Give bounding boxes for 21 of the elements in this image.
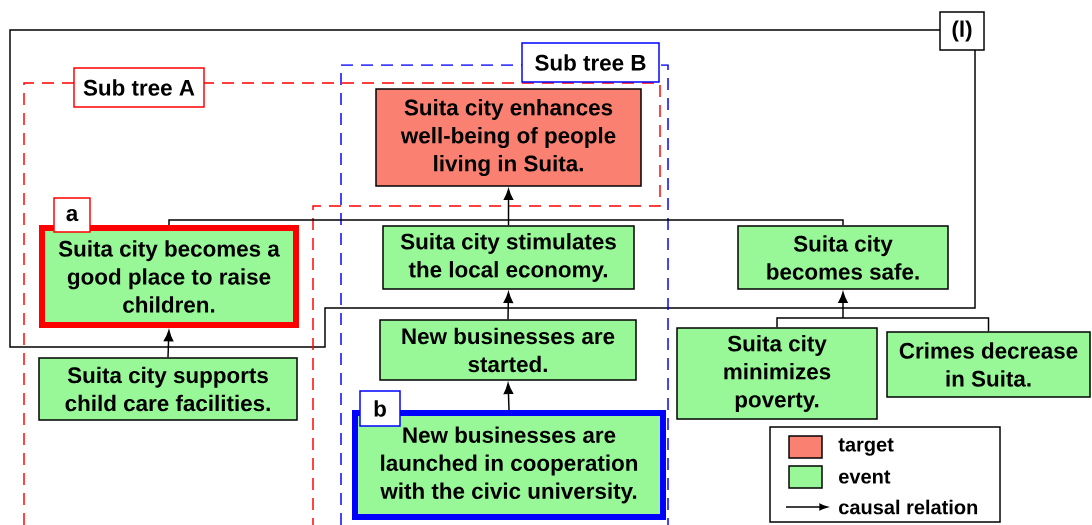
region-label: Sub tree A: [73, 67, 205, 108]
event-box: Suita city becomes a good place to raise children.: [39, 225, 299, 328]
arrow: [163, 330, 174, 358]
event-box: New businesses are started.: [379, 319, 637, 381]
tag-label: b: [359, 390, 401, 427]
event-box: Suita city minimizes poverty.: [676, 327, 878, 420]
legend-label: causal relation: [839, 499, 978, 515]
event-box: Suita city stimulates the local economy.: [382, 225, 635, 290]
arrow: [503, 382, 514, 411]
legend-label: target: [838, 438, 894, 456]
event-box: Suita city becomes safe.: [737, 225, 949, 290]
legend-label: event: [839, 470, 891, 484]
target-box: Suita city enhances well-being of people living in Suita.: [375, 88, 642, 187]
tag-label: (l): [939, 11, 985, 51]
tag-label: a: [53, 197, 91, 233]
event-box: Suita city supports child care facilities.: [38, 357, 298, 421]
arrow: [776, 291, 990, 332]
region-label: Sub tree B: [521, 42, 660, 83]
event-box: Crimes decrease in Suita.: [886, 331, 1091, 398]
arrow: [503, 291, 514, 320]
arrow: [168, 188, 844, 226]
